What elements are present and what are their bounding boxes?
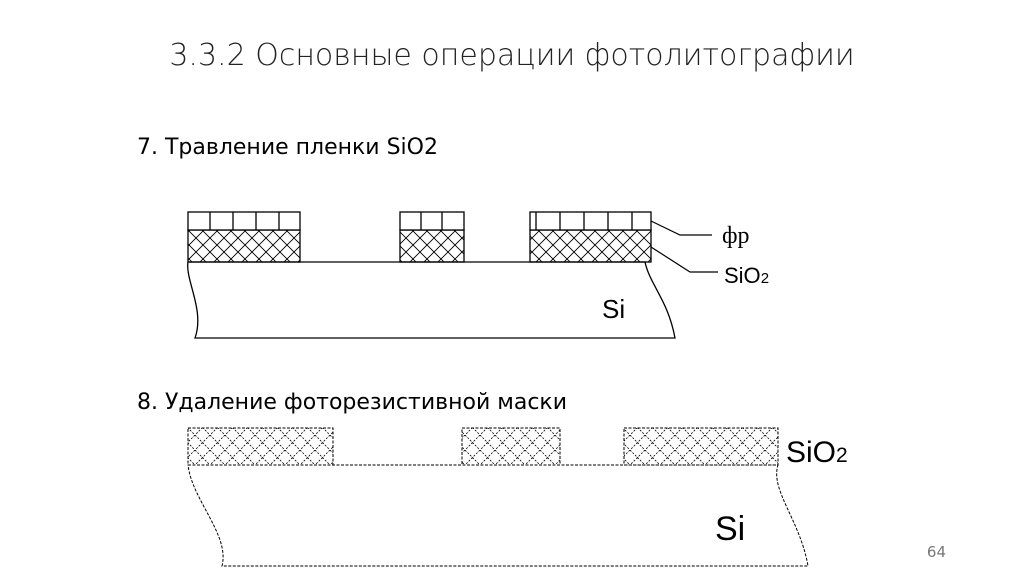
silicon-substrate-1 bbox=[187, 261, 676, 339]
oxide-island-3 bbox=[623, 427, 779, 466]
oxide-label-1-main: SiO bbox=[724, 263, 761, 288]
oxide-leader-line bbox=[650, 246, 718, 273]
resist-leader-line bbox=[650, 220, 712, 236]
photoresist-block-2 bbox=[399, 211, 465, 231]
oxide-island-2 bbox=[461, 427, 561, 466]
silicon-substrate-2 bbox=[187, 464, 809, 567]
substrate-label-2: Si bbox=[715, 510, 745, 548]
oxide-label-1: SiO2 bbox=[724, 263, 769, 288]
step-8-heading: 8. Удаление фоторезистивной маски bbox=[137, 390, 567, 415]
oxide-label-1-sub: 2 bbox=[761, 270, 769, 287]
step-7-heading: 7. Травление пленки SiO2 bbox=[137, 135, 438, 160]
oxide-label-2-main: SiO bbox=[786, 436, 836, 469]
oxide-label-2: SiO2 bbox=[786, 436, 848, 469]
oxide-block-3 bbox=[529, 229, 652, 263]
resist-label: фр bbox=[722, 223, 750, 249]
oxide-island-1 bbox=[187, 427, 334, 466]
diagram-strip: SiO2 Si bbox=[187, 427, 848, 567]
substrate-label-1: Si bbox=[602, 294, 625, 324]
oxide-label-2-sub: 2 bbox=[836, 444, 848, 467]
slide-title: 3.3.2 Основные операции фотолитографии bbox=[169, 38, 855, 73]
photoresist-block-3 bbox=[529, 211, 652, 231]
diagram-etch: фр SiO2 Si bbox=[187, 211, 769, 339]
oxide-block-2 bbox=[399, 229, 465, 263]
page-number: 64 bbox=[926, 543, 946, 561]
photoresist-block-1 bbox=[187, 211, 301, 231]
oxide-block-1 bbox=[187, 229, 301, 263]
